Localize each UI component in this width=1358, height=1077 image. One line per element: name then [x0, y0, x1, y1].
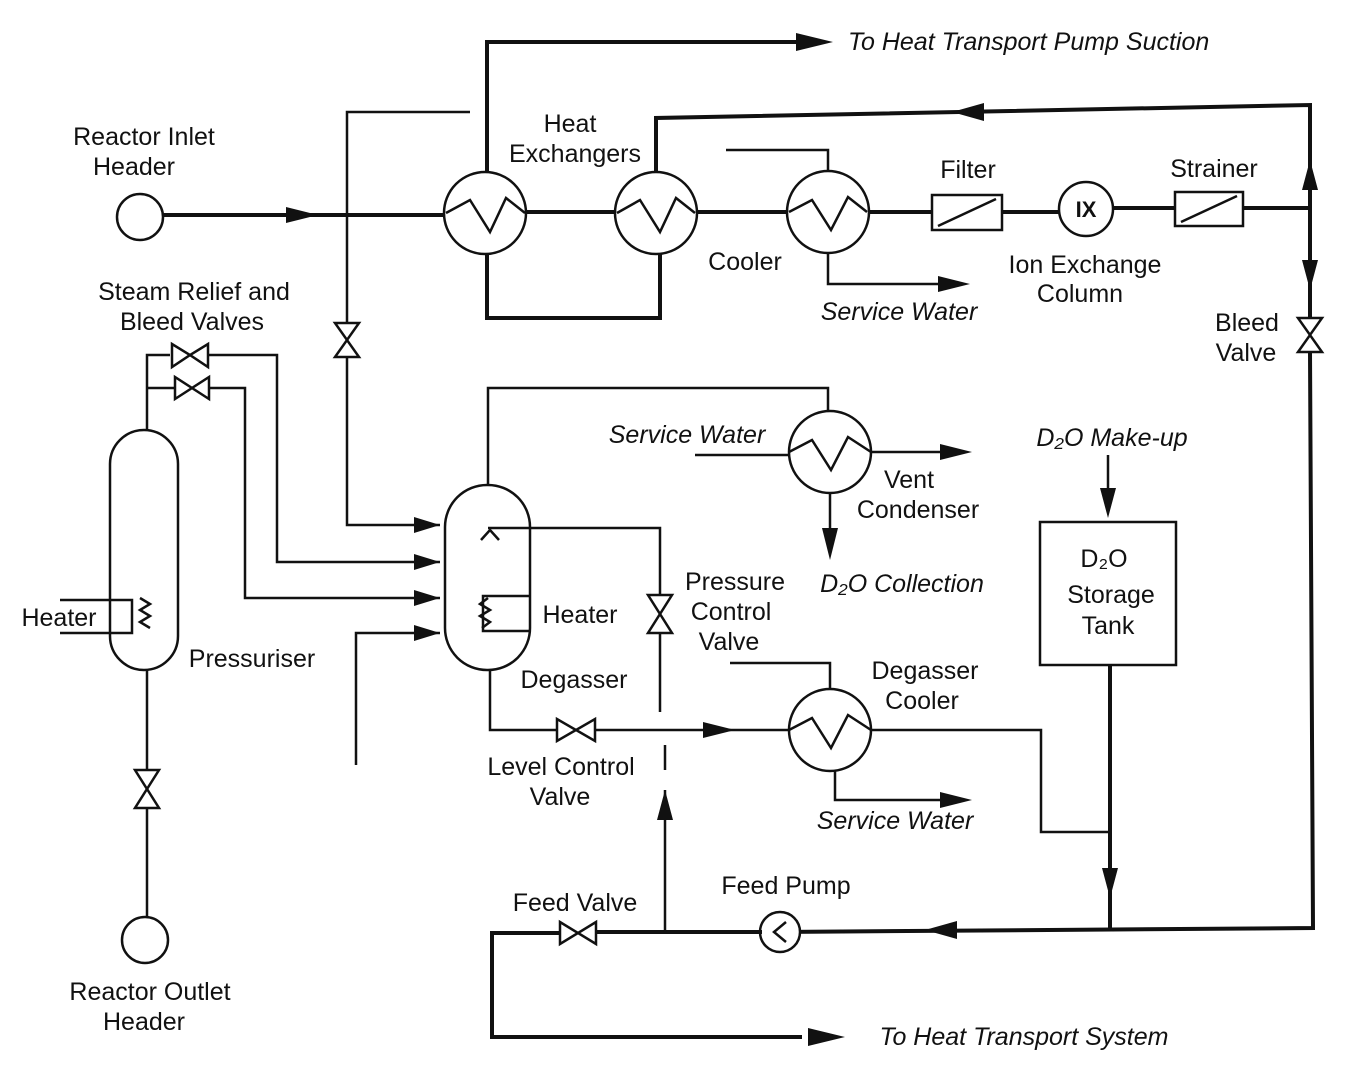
flow-arrow-main	[286, 207, 318, 223]
label-bleed-valve-1: Bleed	[1215, 309, 1279, 337]
label-level-control-1: Level Control	[487, 753, 634, 781]
steam-relief-valve-1	[170, 341, 210, 370]
label-service-water-bottom: Service Water	[817, 807, 975, 835]
label-degasser-cooler-2: Cooler	[885, 687, 959, 715]
label-d2o-makeup: D₂O Make-up	[1036, 424, 1187, 452]
reactor-inlet-header	[115, 192, 165, 242]
label-reactor-inlet-1: Reactor Inlet	[73, 123, 215, 151]
flow-arrow-makeup	[1100, 488, 1116, 518]
flow-arrow-dg-in	[414, 625, 440, 641]
label-pressure-control-1: Pressure	[685, 568, 785, 596]
vent-condenser	[695, 409, 950, 540]
label-pressuriser: Pressuriser	[189, 645, 315, 673]
flow-arrow-suction	[796, 33, 833, 51]
label-heat-exchangers-1: Heat	[544, 110, 597, 138]
label-to-heat-transport: To Heat Transport System	[879, 1023, 1168, 1051]
label-degasser-cooler-1: Degasser	[872, 657, 979, 685]
steam-relief-valve-2	[173, 374, 211, 402]
label-feed-pump: Feed Pump	[721, 872, 850, 900]
flow-arrow-vc-down	[822, 528, 838, 560]
cooler	[726, 148, 950, 286]
flow-arrow-service-water-top	[938, 276, 970, 292]
heat-exchanger-2	[613, 170, 699, 256]
label-to-pump-suction: To Heat Transport Pump Suction	[848, 28, 1209, 56]
branch-to-degasser	[345, 110, 470, 527]
feed-valve	[558, 919, 598, 947]
pump-suction-line	[485, 40, 802, 320]
d2o-storage-tank	[1038, 455, 1178, 667]
label-steam-relief-2: Bleed Valves	[120, 308, 264, 336]
label-heat-exchangers-2: Exchangers	[509, 140, 641, 168]
flow-arrow-bottom-return	[925, 921, 957, 939]
flow-arrow-feed-up	[657, 790, 673, 820]
label-ion-exchange-2: Column	[1037, 280, 1123, 308]
heat-exchanger-1	[442, 170, 528, 256]
flow-arrow-dg-out	[703, 722, 735, 738]
label-filter: Filter	[940, 156, 996, 184]
flow-arrow-right-up	[1302, 160, 1318, 190]
flow-arrow-vc-out	[940, 444, 972, 460]
label-reactor-inlet-2: Header	[93, 153, 175, 181]
label-cooler: Cooler	[708, 248, 782, 276]
branch-valve	[332, 321, 362, 359]
degasser	[354, 386, 830, 765]
degasser-cooler	[730, 661, 1110, 834]
reactor-outlet-valve	[132, 768, 162, 810]
label-strainer: Strainer	[1170, 155, 1258, 183]
ion-exchange-column: IX	[1057, 180, 1115, 238]
feed-pump	[758, 910, 802, 954]
flow-arrow-return-top	[952, 103, 984, 121]
label-reactor-outlet-2: Header	[103, 1008, 185, 1036]
pressure-control-valve	[645, 593, 675, 635]
strainer	[1173, 190, 1245, 228]
flow-arrow-branch-1	[414, 517, 440, 533]
label-d2o-storage-3: Tank	[1082, 612, 1135, 640]
flow-arrow-pr1	[414, 554, 440, 570]
pressuriser	[60, 353, 440, 920]
label-pressure-control-3: Valve	[699, 628, 760, 656]
filter	[930, 193, 1004, 232]
ix-symbol: IX	[1076, 197, 1097, 222]
flow-arrow-heat-transport	[808, 1028, 845, 1046]
label-d2o-storage-2: Storage	[1067, 581, 1155, 609]
label-vent-condenser-1: Vent	[884, 466, 934, 494]
label-service-water-top: Service Water	[821, 298, 979, 326]
label-bleed-valve-2: Valve	[1216, 339, 1277, 367]
flow-arrow-right-down	[1302, 260, 1318, 290]
flow-arrow-storage-down	[1102, 868, 1118, 898]
label-steam-relief-1: Steam Relief and	[98, 278, 290, 306]
main-purification-line	[161, 206, 1312, 217]
label-degasser: Degasser	[521, 666, 628, 694]
reactor-outlet-header	[120, 915, 170, 965]
flow-arrow-service-water-bottom	[940, 792, 972, 808]
flow-arrow-pr2	[414, 590, 440, 606]
label-vent-condenser-2: Condenser	[857, 496, 979, 524]
label-d2o-collection: D₂O Collection	[820, 570, 984, 598]
label-heater-degasser: Heater	[542, 601, 617, 629]
bleed-valve	[1295, 316, 1325, 354]
label-service-water-vent: Service Water	[609, 421, 767, 449]
label-ion-exchange-1: Ion Exchange	[1009, 251, 1162, 279]
label-heater-pressuriser: Heater	[21, 604, 96, 632]
label-level-control-2: Valve	[530, 783, 591, 811]
label-d2o-storage-1: D₂O	[1080, 545, 1127, 573]
label-pressure-control-2: Control	[691, 598, 772, 626]
label-reactor-outlet-1: Reactor Outlet	[69, 978, 230, 1006]
label-feed-valve: Feed Valve	[513, 889, 638, 917]
level-control-valve	[555, 716, 597, 744]
